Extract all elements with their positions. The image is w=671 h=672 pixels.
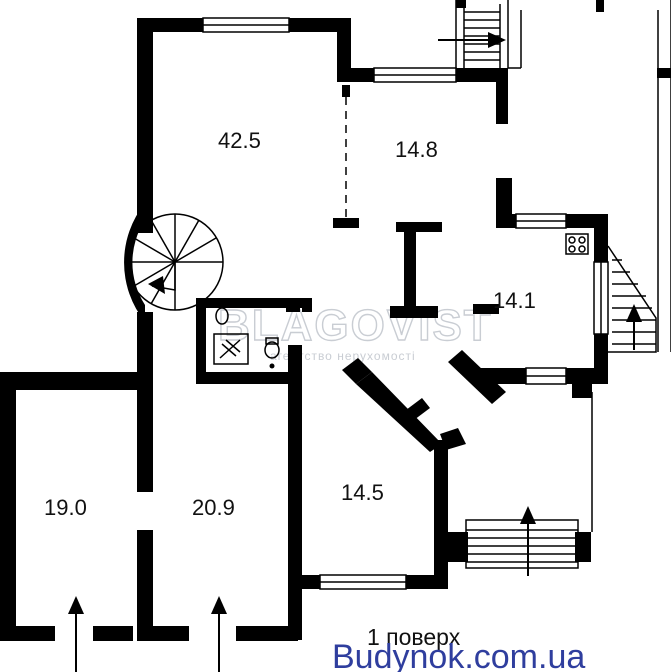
watermark-brand: BLAGOVIST: [218, 301, 493, 350]
arrow-right-icon: [488, 32, 506, 48]
room-labels: 42.5 14.8 14.1 14.5 19.0 20.9: [44, 128, 536, 520]
site-brand: Budynok.com.ua: [332, 638, 585, 672]
stair-arrow-icon: [148, 276, 165, 294]
room-area-14-1: 14.1: [493, 288, 536, 313]
arrow-up-icon: [68, 596, 84, 614]
room-area-14-5: 14.5: [341, 480, 384, 505]
entrance-stairs-front: [465, 506, 579, 576]
interior-walls: [333, 85, 506, 452]
room-area-19-0: 19.0: [44, 495, 87, 520]
arrow-up-icon: [520, 506, 536, 524]
side-stairs: [607, 245, 657, 353]
room-area-14-8: 14.8: [395, 137, 438, 162]
bathroom: [196, 298, 312, 384]
stove-icon: [565, 233, 589, 255]
spiral-staircase: [124, 203, 224, 322]
arrow-up-icon: [211, 596, 227, 614]
room-area-20-9: 20.9: [192, 495, 235, 520]
floor-label: 1 поверх: [367, 624, 461, 650]
watermark: BLAGOVIST агентство нерухомості: [217, 300, 493, 363]
garage-arrows: [68, 596, 227, 672]
arrow-up-icon: [626, 304, 642, 322]
entrance-stairs-top: [438, 0, 671, 352]
exterior-walls: [0, 18, 608, 641]
watermark-tagline: агентство нерухомості: [270, 349, 416, 363]
room-area-42-5: 42.5: [218, 128, 261, 153]
windows: [202, 17, 609, 590]
